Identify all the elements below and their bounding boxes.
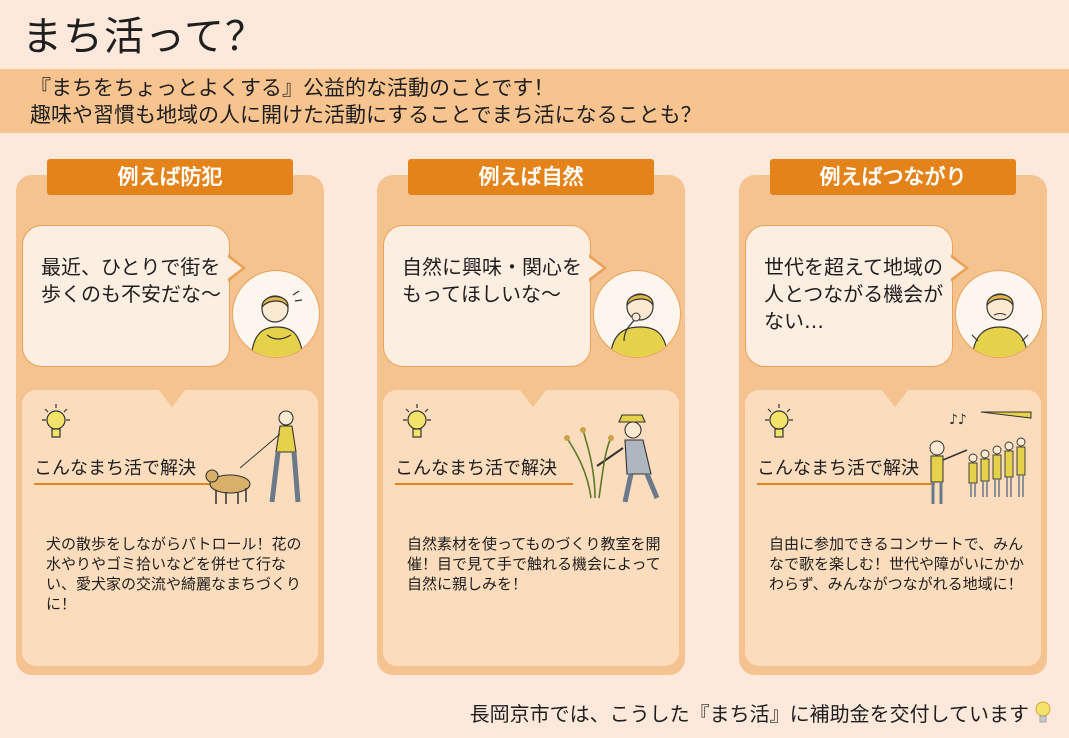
- lightbulb-icon: [403, 404, 431, 438]
- solution-underline: [757, 483, 935, 485]
- solution-text: 自然素材を使ってものづくり教室を開催！目で見て手で触れる機会によって自然に親しみ…: [407, 535, 661, 593]
- solution-label: こんなまち活で解決: [34, 458, 196, 479]
- choir-concert-icon: ♪♪: [929, 411, 1032, 504]
- page-title: まち活って？: [22, 14, 266, 60]
- troubled-person-icon: [955, 270, 1043, 358]
- lightbulb-icon: [1035, 701, 1051, 723]
- solution-text: 犬の散歩をしながらパトロール！花の水やりやゴミ拾いなどを併せて行ない、愛犬家の交…: [46, 535, 302, 613]
- lightbulb-icon: [765, 404, 793, 438]
- card-tab-crime-prevention: 例えば防犯: [47, 159, 293, 195]
- solution-underline: [395, 483, 573, 485]
- worried-person-icon: [232, 270, 320, 358]
- intro-band: [0, 69, 1069, 133]
- card-tab-nature: 例えば自然: [408, 159, 654, 195]
- solution-label: こんなまち活で解決: [395, 458, 557, 479]
- solution-box: こんなまち活で解決 犬の散歩をしながらパトロール！花の水やりやゴミ拾いなどを併せ…: [22, 389, 318, 666]
- footer-text: 長岡京市では、こうした『まち活』に補助金を交付しています: [469, 702, 1029, 726]
- bubble-text: 最近、ひとりで街を歩くのも不安だな～: [41, 255, 221, 306]
- farmer-harvest-icon: [564, 414, 660, 503]
- bubble-text: 自然に興味・関心をもってほしいな～: [402, 255, 582, 306]
- bubble-text: 世代を超えて地域の人とつながる機会がない…: [764, 255, 944, 333]
- intro-line-2: 趣味や習慣も地域の人に開けた活動にすることでまち活になることも？: [30, 103, 702, 127]
- speech-bubble: 世代を超えて地域の人とつながる機会がない…: [745, 225, 969, 367]
- solution-box: こんなまち活で解決 ♪♪ 自由に参加できるコンサートで、みんなで歌を楽しむ！世代…: [745, 389, 1041, 666]
- dog-walker-icon: [205, 410, 301, 504]
- solution-underline: [34, 483, 212, 485]
- card-tab-connection: 例えばつながり: [770, 159, 1016, 195]
- solution-box: こんなまち活で解決 自然素材を使ってものづくり教室を開催！目で見て手で触れる機会…: [383, 389, 679, 666]
- thinking-person-icon: [593, 270, 681, 358]
- speech-bubble: 最近、ひとりで街を歩くのも不安だな～: [22, 225, 246, 367]
- intro-line-1: 『まちをちょっとよくする』公益的な活動のことです！: [30, 76, 555, 100]
- solution-label: こんなまち活で解決: [757, 458, 919, 479]
- svg-text:♪♪: ♪♪: [949, 412, 967, 428]
- speech-bubble: 自然に興味・関心をもってほしいな～: [383, 225, 607, 367]
- lightbulb-icon: [42, 404, 70, 438]
- solution-text: 自由に参加できるコンサートで、みんなで歌を楽しむ！世代や障がいにかかわらず、みん…: [769, 535, 1025, 593]
